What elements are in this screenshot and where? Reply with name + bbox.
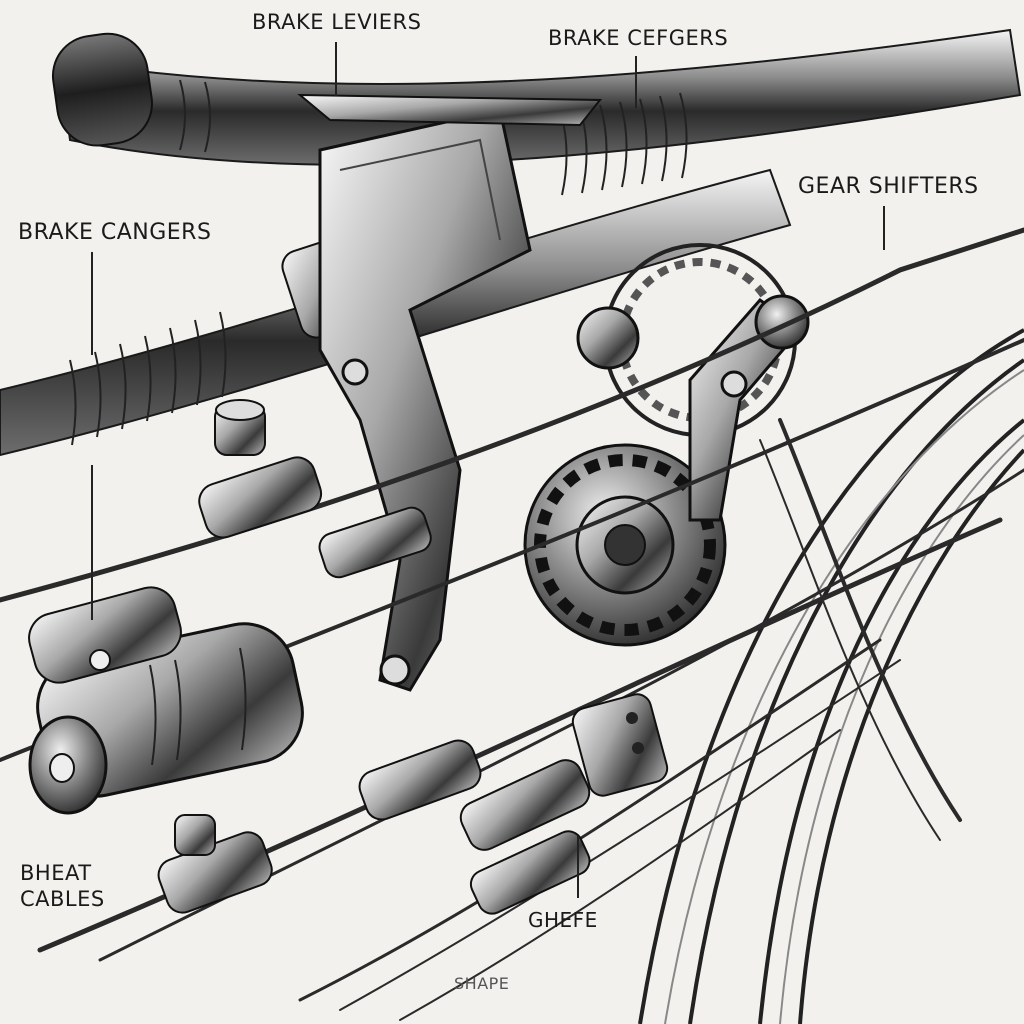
label-bheat-cables: BHEAT CABLES [20,860,105,913]
label-brake-cangers: BRAKE CANGERS [18,220,212,245]
label-bheat-cables-line2: CABLES [20,887,105,912]
label-brake-levers: BRAKE LEVIERS [252,10,422,34]
chrome-barrel [28,586,304,815]
label-ghefe: GHEFE [528,908,598,932]
upper-handlebar [51,28,1022,196]
leader-lines [91,42,885,898]
gear-cluster [523,243,810,647]
label-gear-shifters: GEAR SHIFTERS [798,174,979,199]
label-brake-cefgers: BRAKE CEFGERS [548,26,729,50]
label-shape: SHAPE [454,974,510,993]
label-bheat-cables-line1: BHEAT [20,861,92,885]
brake-lever [297,93,603,692]
barrel-adjusters [157,399,669,915]
